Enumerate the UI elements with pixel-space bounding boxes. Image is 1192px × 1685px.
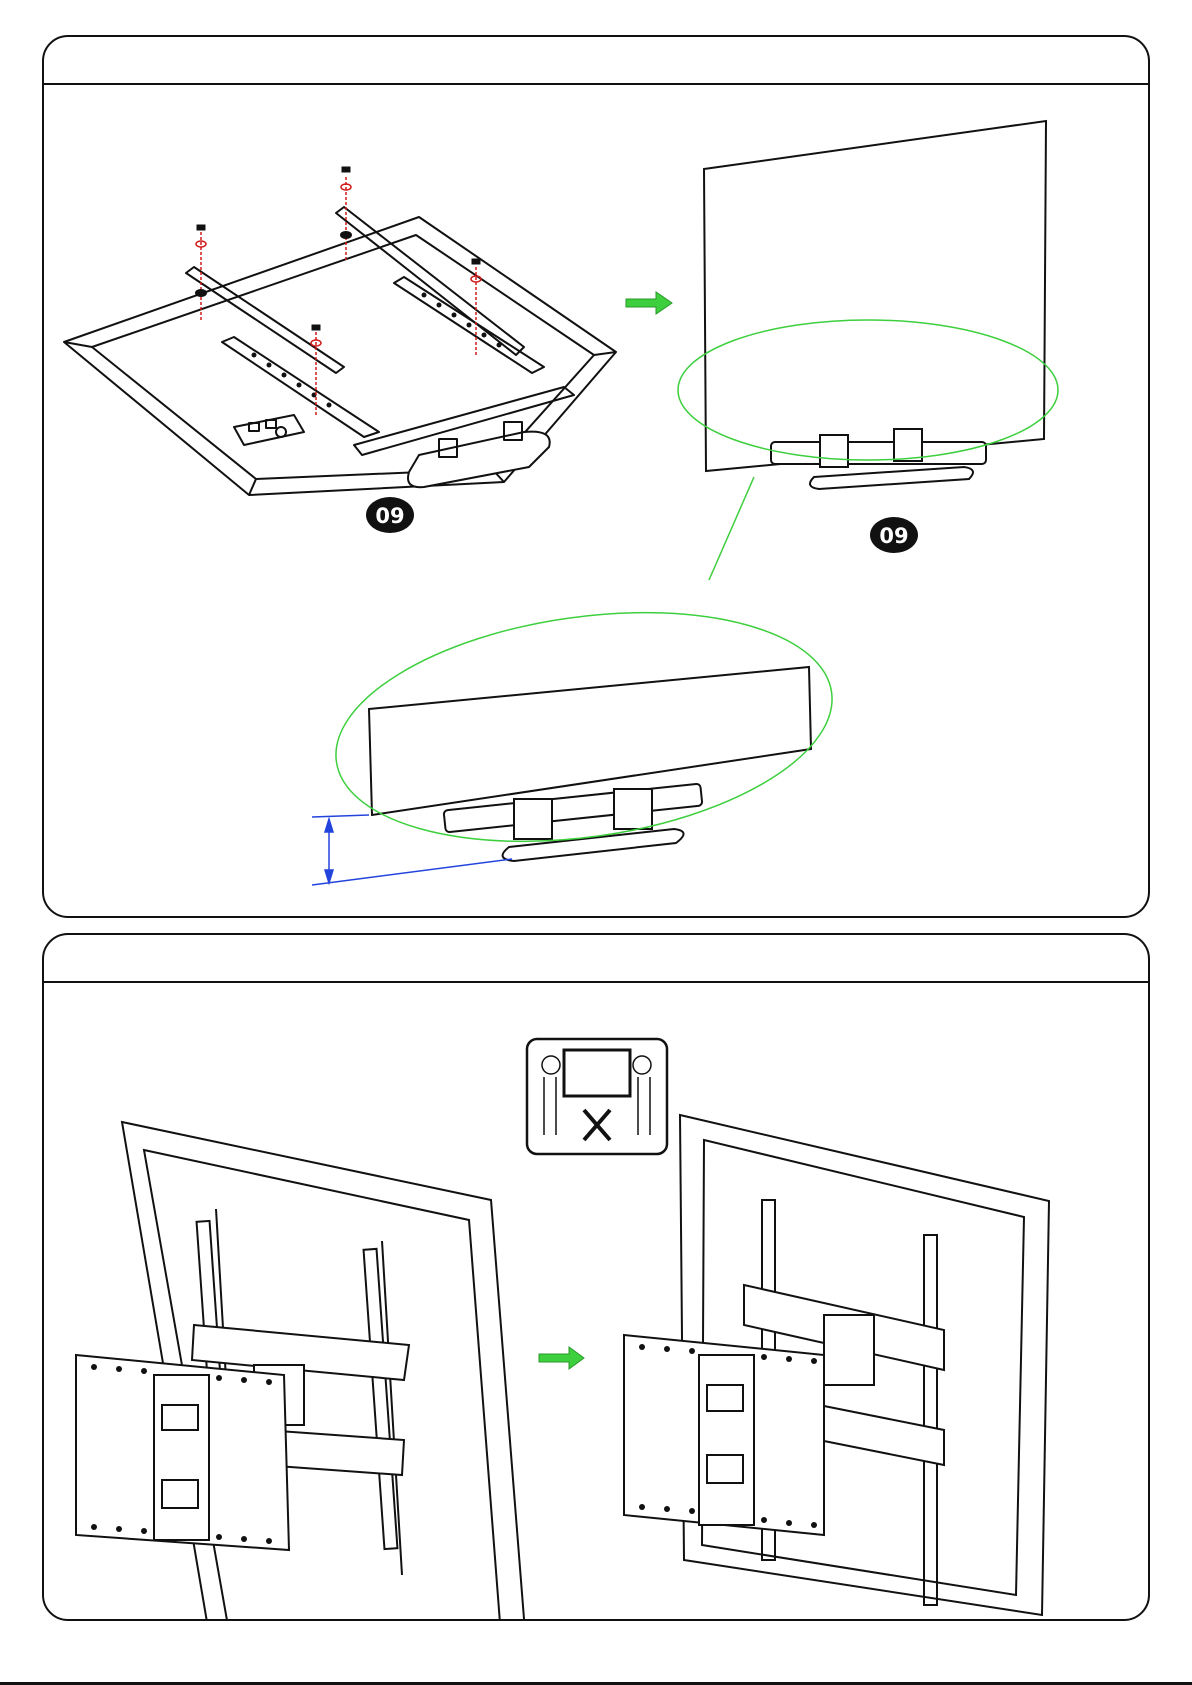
svg-text:09: 09	[879, 524, 908, 548]
part-badge-09: 09	[870, 517, 918, 553]
two-person-lift-icon	[527, 1039, 667, 1154]
tv-front-with-soundbar	[704, 121, 1046, 489]
screw-icon	[472, 259, 480, 264]
next-step-arrow-icon	[626, 292, 672, 314]
tv-back-perspective	[64, 207, 616, 495]
screw-icon	[342, 167, 350, 172]
next-step-arrow-icon	[539, 1347, 584, 1369]
svg-text:09: 09	[375, 504, 404, 528]
part-badge-09: 09	[366, 497, 414, 533]
step-a-illustration: 09 09	[44, 37, 1150, 918]
tv-mounted-right	[624, 1115, 1049, 1615]
step-panel-attach-soundbar-bracket: 09 09	[42, 35, 1150, 918]
step-b-illustration	[44, 935, 1150, 1621]
step-panel-hang-tv-on-arm	[42, 933, 1150, 1621]
screw-icon	[197, 225, 205, 230]
screw-icon	[312, 325, 320, 330]
